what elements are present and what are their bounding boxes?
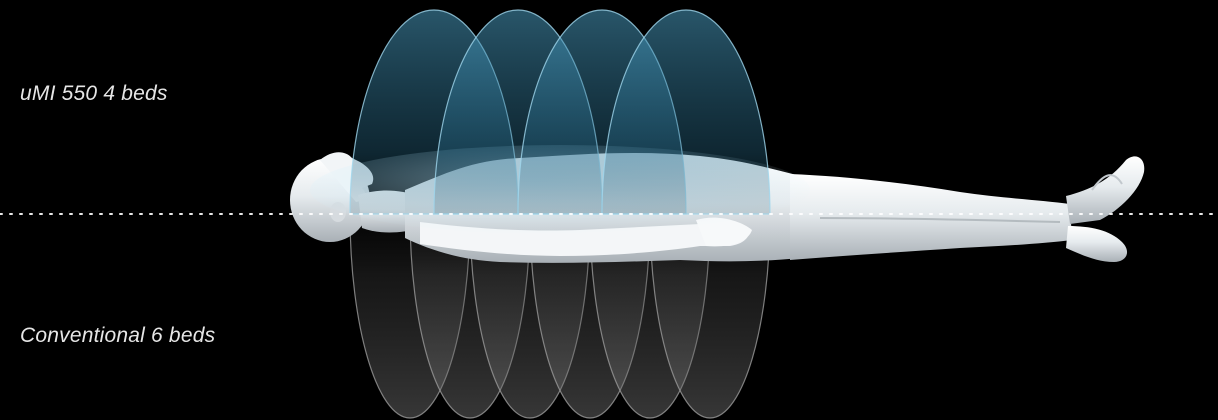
umi550-scan-beams [350,10,770,214]
conventional-label: Conventional 6 beds [20,324,215,348]
body-legs [790,174,1072,260]
umi550-label: uMI 550 4 beds [20,82,168,106]
body-foot-lower [1066,226,1127,262]
